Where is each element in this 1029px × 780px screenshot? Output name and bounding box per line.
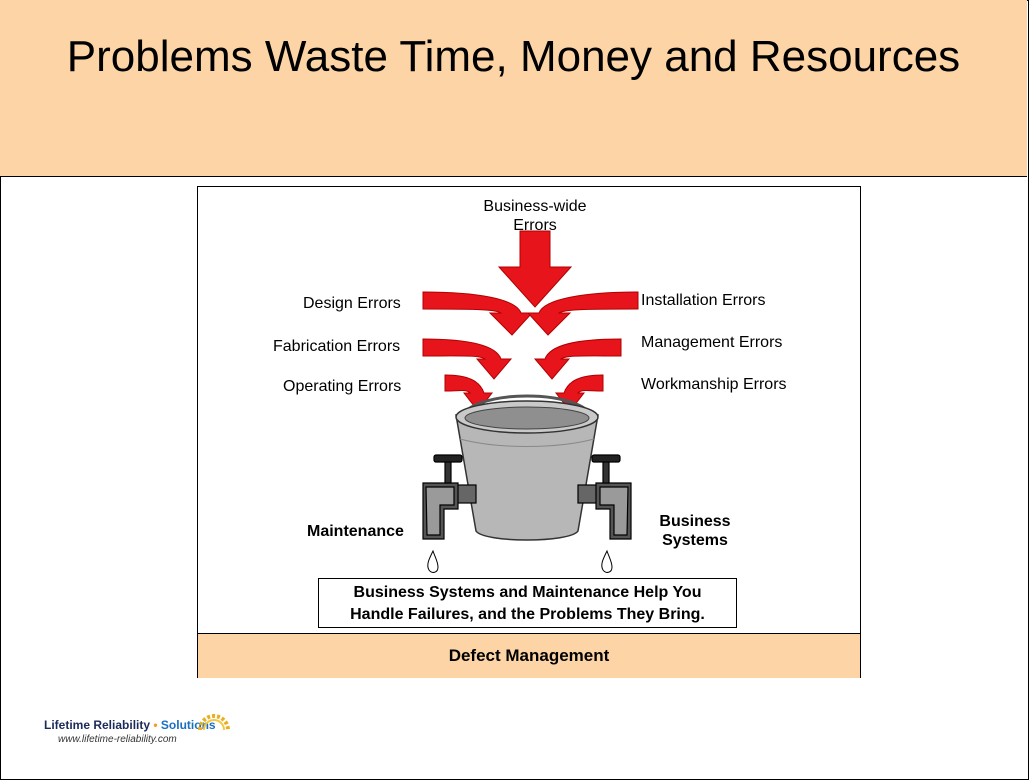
right-tap-icon (577, 454, 632, 540)
company-logo: Lifetime Reliability • Solutions www.lif… (44, 712, 244, 762)
business-wide-errors-label: Business-wide Errors (483, 198, 587, 234)
slide-title: Problems Waste Time, Money and Resources (66, 32, 961, 81)
design-errors-label: Design Errors (303, 295, 401, 312)
diagram-box: Business-wide Errors Design Errors Fabri… (197, 186, 861, 678)
fabrication-errors-label: Fabrication Errors (273, 338, 401, 355)
defect-management-band: Defect Management (198, 633, 860, 678)
logo-url: www.lifetime-reliability.com (58, 734, 177, 745)
maintenance-label: Maintenance (307, 523, 404, 540)
logo-separator: • (153, 718, 158, 732)
installation-errors-label: Installation Errors (641, 292, 766, 309)
workmanship-errors-label: Workmanship Errors (641, 376, 787, 393)
installation-errors-arrow (526, 291, 639, 336)
gear-icon (198, 714, 230, 731)
left-drop-icon (427, 549, 439, 573)
logo-name-1: Lifetime Reliability (44, 718, 151, 732)
logo-name: Lifetime Reliability • Solutions (44, 718, 216, 732)
top-down-arrow (497, 230, 573, 308)
design-errors-arrow (422, 291, 534, 336)
left-tap-icon (422, 454, 477, 540)
business-systems-label: Business Systems (659, 513, 731, 549)
management-errors-arrow (533, 338, 622, 380)
operating-errors-label: Operating Errors (283, 378, 402, 395)
bucket-body (455, 414, 599, 541)
callout-box: Business Systems and Maintenance Help Yo… (318, 578, 737, 628)
bucket-diagram (422, 230, 639, 573)
management-errors-label: Management Errors (641, 334, 783, 351)
bucket-inside (464, 406, 590, 430)
right-drop-icon (601, 549, 613, 573)
fabrication-errors-arrow (422, 338, 513, 380)
title-band: Problems Waste Time, Money and Resources (0, 0, 1027, 177)
